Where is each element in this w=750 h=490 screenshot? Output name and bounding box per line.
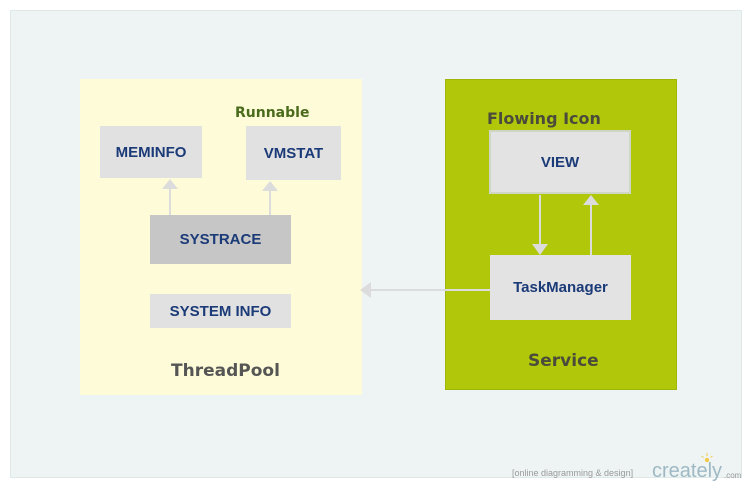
arrow-view-to-taskmanager xyxy=(532,195,548,255)
service-title: Service xyxy=(528,351,599,371)
meminfo-node[interactable]: MEMINFO xyxy=(100,126,202,178)
creately-brand-suffix: .com xyxy=(724,471,742,480)
vmstat-node[interactable]: VMSTAT xyxy=(246,126,341,180)
arrow-systrace-to-meminfo xyxy=(162,179,178,215)
view-node[interactable]: VIEW xyxy=(489,130,631,194)
creately-logo: creately xyxy=(652,460,722,483)
system-info-node[interactable]: SYSTEM INFO xyxy=(150,294,291,328)
systrace-node[interactable]: SYSTRACE xyxy=(150,215,291,264)
arrow-taskmanager-to-threadpool xyxy=(360,282,490,298)
footer-tagline: [online diagramming & design] xyxy=(512,468,634,478)
bulb-icon xyxy=(701,453,713,463)
task-manager-node[interactable]: TaskManager xyxy=(490,255,631,320)
arrow-systrace-to-vmstat xyxy=(262,181,278,215)
creately-brand: creately xyxy=(652,460,723,482)
threadpool-title: ThreadPool xyxy=(171,361,280,381)
flowing-icon-label: Flowing Icon xyxy=(487,109,601,128)
arrow-taskmanager-to-view xyxy=(583,195,599,255)
runnable-label: Runnable xyxy=(235,105,310,121)
